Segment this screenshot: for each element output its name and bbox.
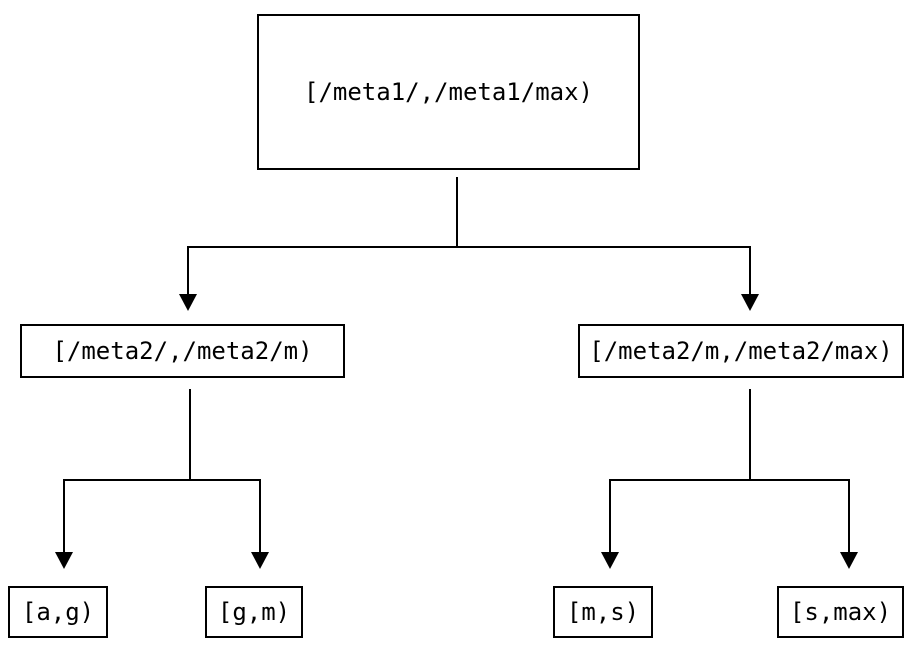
node-leaf-g-m-label: [g,m) — [217, 598, 291, 626]
node-leaf-a-g: [a,g) — [8, 586, 108, 638]
node-leaf-s-max-label: [s,max) — [789, 598, 892, 626]
node-meta2-right-label: [/meta2/m,/meta2/max) — [589, 337, 893, 365]
node-leaf-m-s: [m,s) — [553, 586, 653, 638]
node-meta2-right: [/meta2/m,/meta2/max) — [578, 324, 904, 378]
arrowhead-icon — [55, 552, 73, 569]
node-leaf-s-max: [s,max) — [777, 586, 904, 638]
edge-root-rail — [187, 246, 751, 296]
node-root-label: [/meta1/,/meta1/max) — [304, 78, 593, 106]
arrowhead-icon — [179, 294, 197, 311]
node-root: [/meta1/,/meta1/max) — [257, 14, 640, 170]
node-meta2-left: [/meta2/,/meta2/m) — [20, 324, 345, 378]
node-leaf-g-m: [g,m) — [205, 586, 303, 638]
edge-meta2-right-rail — [609, 479, 850, 554]
node-leaf-a-g-label: [a,g) — [21, 598, 95, 626]
arrowhead-icon — [601, 552, 619, 569]
edge-meta2-left-rail — [63, 479, 261, 554]
node-meta2-left-label: [/meta2/,/meta2/m) — [52, 337, 313, 365]
arrowhead-icon — [741, 294, 759, 311]
arrowhead-icon — [251, 552, 269, 569]
arrowhead-icon — [840, 552, 858, 569]
node-leaf-m-s-label: [m,s) — [566, 598, 640, 626]
